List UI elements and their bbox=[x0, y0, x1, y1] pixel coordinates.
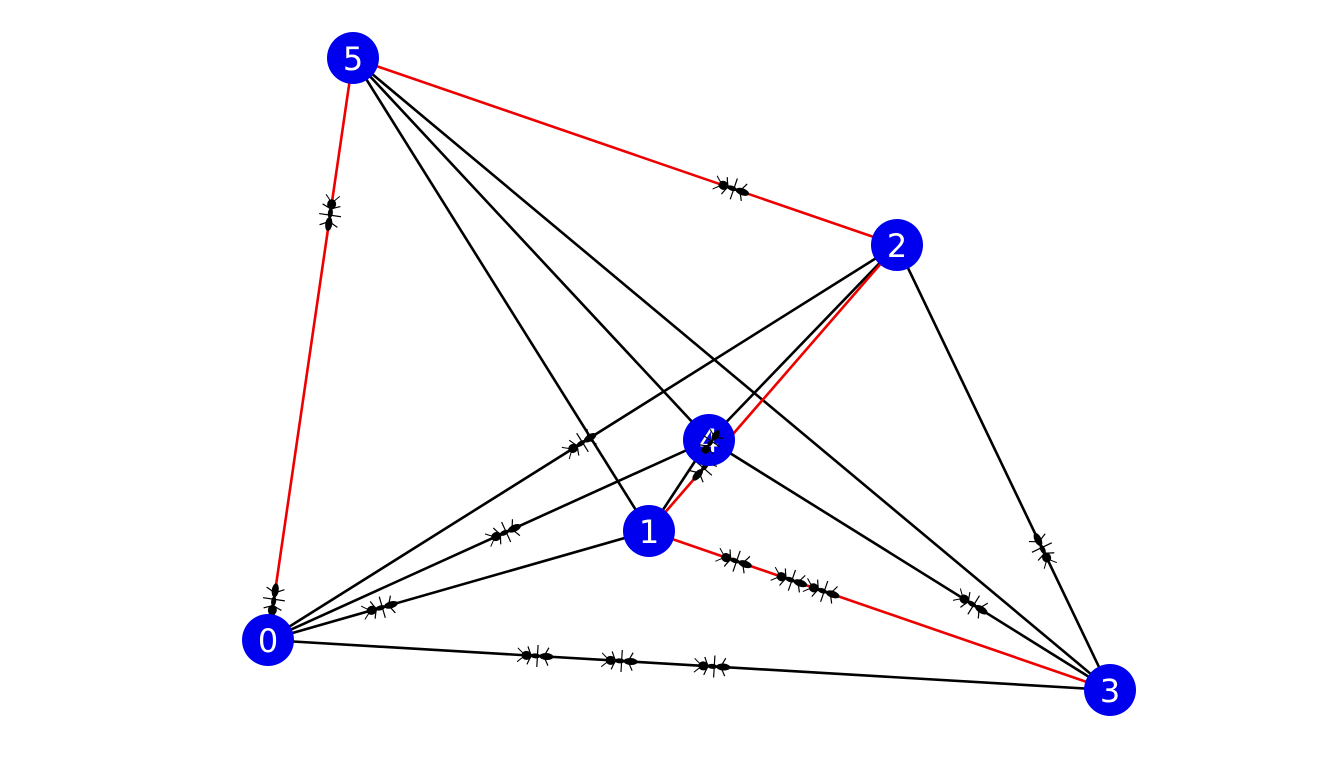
ants-layer bbox=[262, 175, 1057, 678]
ant-icon bbox=[484, 519, 521, 547]
ant-icon bbox=[319, 194, 342, 231]
node-5: 5 bbox=[327, 32, 379, 84]
ant-icon bbox=[715, 547, 752, 574]
edge-0-5 bbox=[266, 56, 355, 642]
edge-3-5 bbox=[351, 56, 1112, 692]
node-0: 0 bbox=[242, 614, 294, 666]
node-label: 3 bbox=[1100, 672, 1120, 710]
ant-icon bbox=[516, 644, 554, 668]
ant-icon bbox=[802, 578, 840, 604]
node-1: 1 bbox=[623, 505, 675, 557]
ant-icon bbox=[699, 428, 724, 455]
edge-1-5 bbox=[351, 56, 651, 533]
edge-0-4 bbox=[266, 438, 711, 642]
node-label: 4 bbox=[699, 422, 719, 460]
ant-icon bbox=[952, 588, 989, 619]
edge-3-4 bbox=[707, 438, 1112, 692]
node-circle bbox=[1084, 664, 1136, 716]
edge-2-4 bbox=[707, 243, 899, 442]
ant-icon bbox=[770, 566, 808, 593]
node-circle bbox=[871, 219, 923, 271]
edge-0-3 bbox=[266, 638, 1112, 692]
edge-4-5 bbox=[351, 56, 711, 442]
node-circle bbox=[623, 505, 675, 557]
edges-layer bbox=[266, 56, 1112, 692]
node-circle bbox=[327, 32, 379, 84]
node-3: 3 bbox=[1084, 664, 1136, 716]
node-2: 2 bbox=[871, 219, 923, 271]
ant-icon bbox=[712, 175, 750, 202]
node-label: 1 bbox=[639, 513, 659, 551]
ant-icon bbox=[360, 595, 398, 620]
node-label: 0 bbox=[258, 622, 278, 660]
edge-0-1 bbox=[266, 529, 651, 642]
ant-icon bbox=[1028, 532, 1057, 569]
node-circle bbox=[242, 614, 294, 666]
node-label: 5 bbox=[343, 40, 363, 78]
nodes-layer: 0 1 2 3 4 5 bbox=[242, 32, 1136, 716]
edge-2-3 bbox=[895, 243, 1112, 692]
ant-icon bbox=[561, 428, 597, 460]
node-label: 2 bbox=[887, 227, 907, 265]
ant-icon bbox=[693, 655, 731, 678]
edge-5-2 bbox=[351, 56, 899, 247]
edge-2-1 bbox=[647, 243, 899, 533]
ant-icon bbox=[600, 649, 638, 673]
